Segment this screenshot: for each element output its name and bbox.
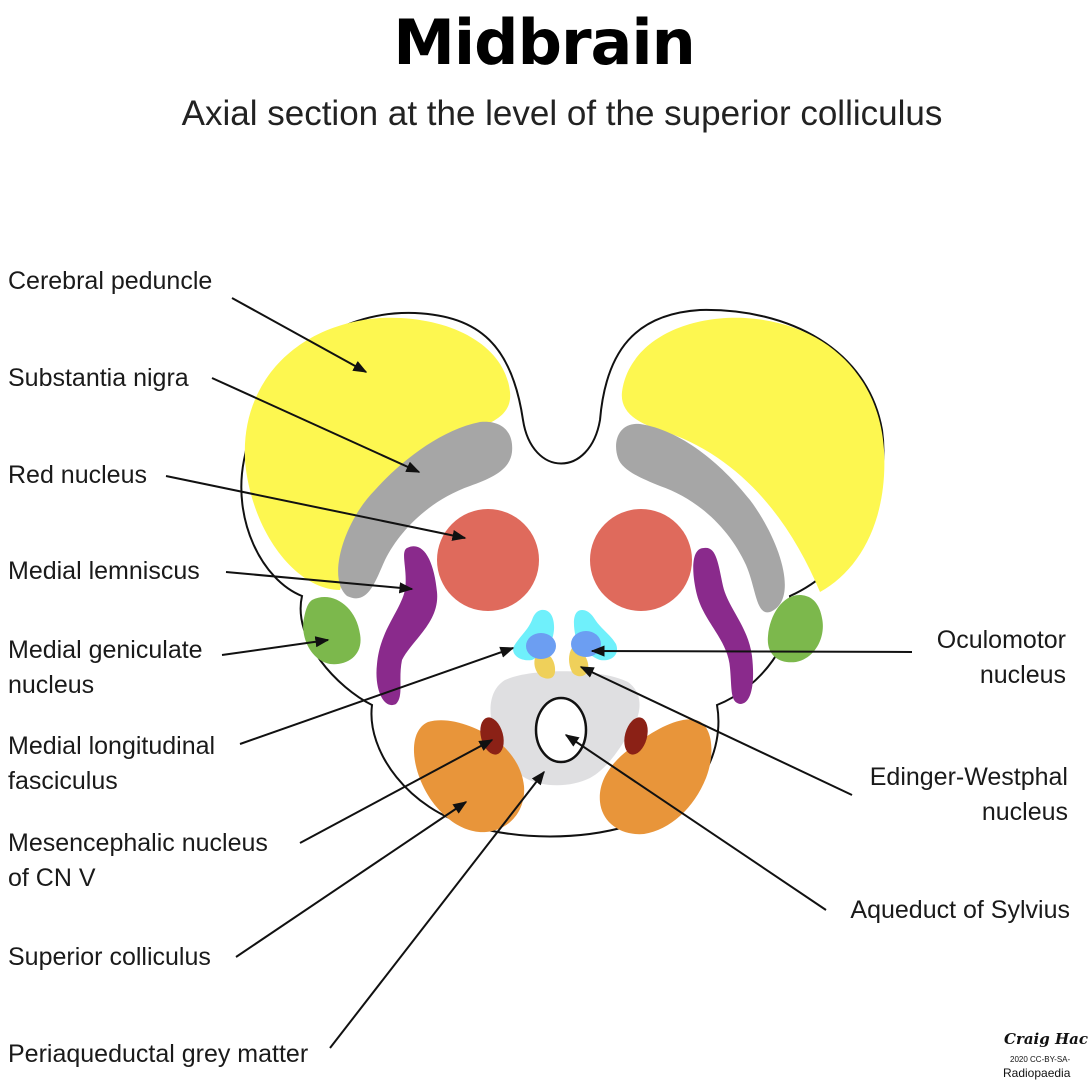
red-nucleus-right bbox=[590, 509, 692, 611]
label-mesencephalic: Mesencephalic nucleus of CN V bbox=[8, 826, 268, 896]
label-mesencephalic-line1: Mesencephalic nucleus bbox=[8, 829, 268, 857]
medial-geniculate-left bbox=[303, 597, 361, 665]
aqueduct-of-sylvius bbox=[534, 696, 588, 764]
label-medial-geniculate-line2: nucleus bbox=[8, 671, 95, 699]
leader-superior-colliculus bbox=[235, 801, 468, 958]
medial-lemniscus-right bbox=[693, 547, 754, 704]
credit-signature: Craig Hacki bbox=[1004, 1030, 1088, 1048]
label-edinger-westphal: Edinger-Westphal nucleus bbox=[830, 760, 1068, 830]
label-medial-lemniscus: Medial lemniscus bbox=[8, 557, 200, 585]
label-red-nucleus: Red nucleus bbox=[8, 461, 147, 489]
label-medial-geniculate-line1: Medial geniculate bbox=[8, 636, 203, 664]
credit-site: Radiopaedia bbox=[1003, 1066, 1071, 1080]
leader-cerebral-peduncle bbox=[231, 297, 368, 373]
substantia-nigra-right bbox=[616, 423, 785, 613]
label-oculomotor: Oculomotor nucleus bbox=[868, 623, 1066, 693]
superior-colliculus-right bbox=[599, 719, 712, 835]
leader-oculomotor bbox=[590, 645, 913, 657]
credit-license: 2020 CC-BY-SA- bbox=[1010, 1055, 1071, 1064]
page-subtitle: Axial section at the level of the superi… bbox=[181, 94, 943, 133]
leader-mesencephalic bbox=[299, 739, 494, 844]
label-cerebral-peduncle: Cerebral peduncle bbox=[8, 267, 213, 295]
red-nucleus-left bbox=[437, 509, 539, 611]
label-mlf-line1: Medial longitudinal bbox=[8, 732, 216, 760]
label-oculomotor-line1: Oculomotor bbox=[936, 626, 1066, 654]
leader-medial-geniculate bbox=[221, 636, 330, 656]
mesencephalic-nucleus-right bbox=[624, 717, 648, 755]
cerebral-peduncle-right bbox=[621, 317, 885, 592]
leader-mlf bbox=[239, 646, 515, 745]
label-oculomotor-line2: nucleus bbox=[979, 661, 1066, 689]
label-edinger-line2: nucleus bbox=[981, 798, 1068, 826]
label-medial-geniculate: Medial geniculate nucleus bbox=[8, 633, 203, 703]
leader-aqueduct bbox=[564, 734, 827, 911]
label-superior-colliculus: Superior colliculus bbox=[8, 943, 211, 971]
leader-substantia-nigra bbox=[211, 377, 421, 473]
medial-geniculate-right bbox=[767, 595, 823, 663]
page-title: Midbrain bbox=[393, 6, 696, 79]
label-substantia-nigra: Substantia nigra bbox=[8, 364, 189, 392]
leader-edinger-westphal bbox=[579, 666, 853, 796]
label-mlf: Medial longitudinal fasciculus bbox=[8, 729, 215, 799]
oculomotor-nucleus-left bbox=[526, 633, 556, 659]
label-periaqueductal: Periaqueductal grey matter bbox=[8, 1040, 309, 1068]
leader-medial-lemniscus bbox=[225, 571, 414, 594]
substantia-nigra-left bbox=[338, 421, 513, 599]
label-edinger-line1: Edinger-Westphal bbox=[869, 763, 1068, 791]
label-mesencephalic-line2: of CN V bbox=[8, 864, 96, 892]
label-mlf-line2: fasciculus bbox=[8, 767, 118, 795]
oculomotor-nucleus-right bbox=[571, 631, 601, 657]
medial-lemniscus-left bbox=[376, 546, 438, 706]
label-aqueduct: Aqueduct of Sylvius bbox=[850, 896, 1070, 924]
leader-periaqueductal bbox=[329, 770, 545, 1049]
leader-red-nucleus bbox=[165, 475, 467, 541]
